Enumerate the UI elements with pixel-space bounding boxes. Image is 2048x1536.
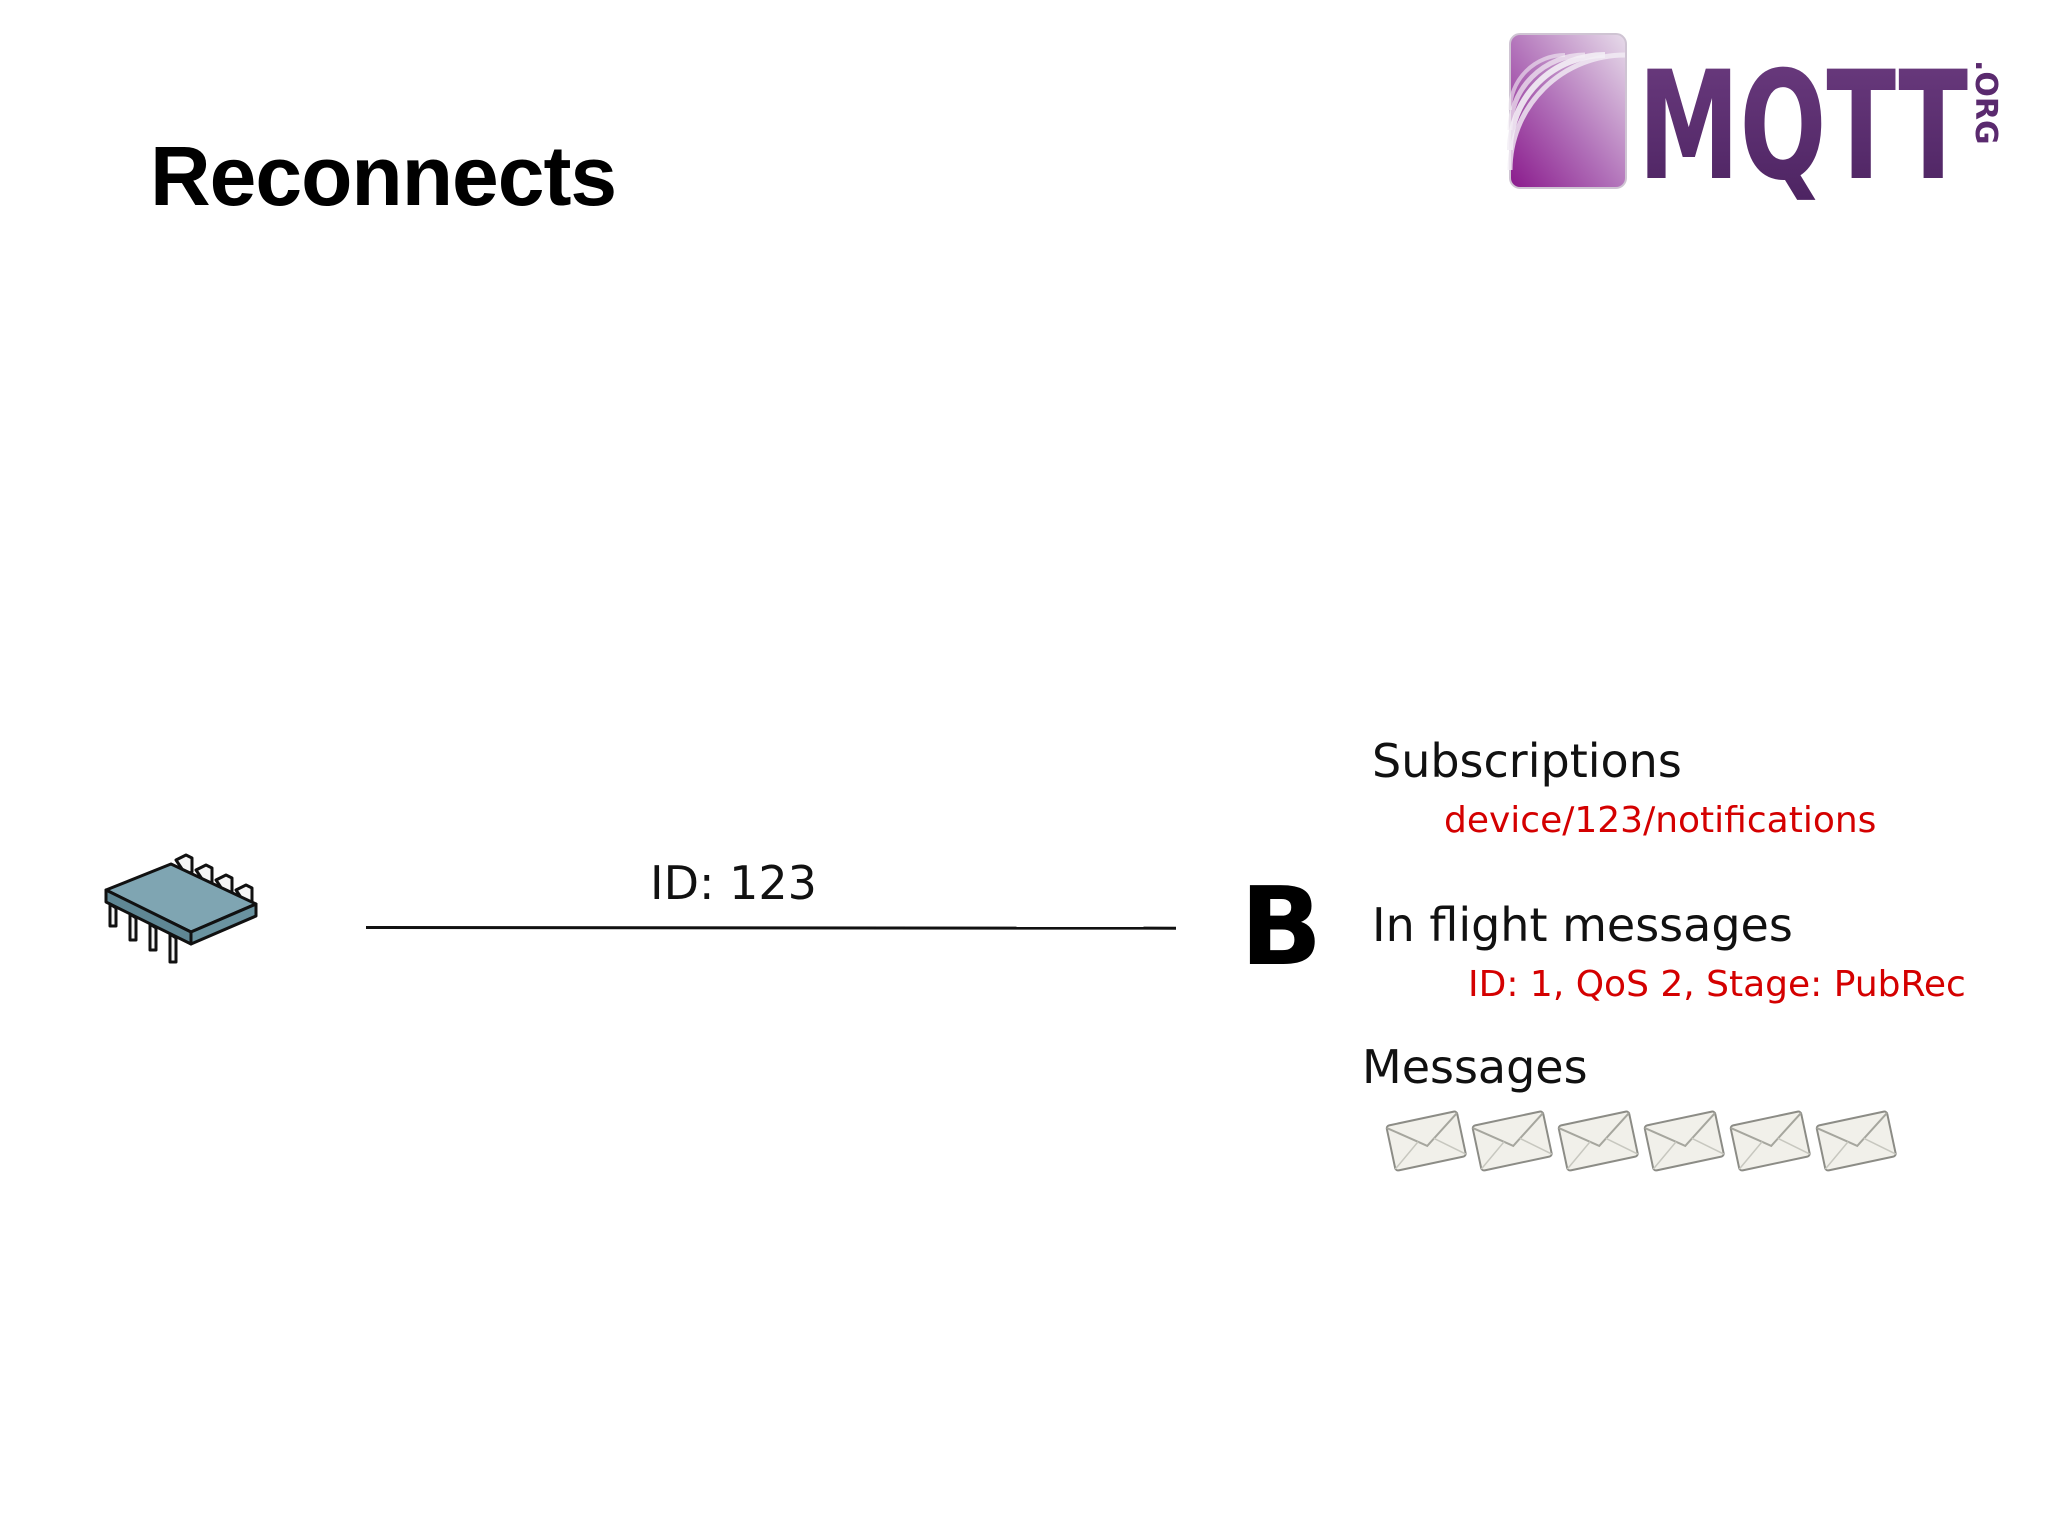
message-queue (1384, 1104, 1898, 1176)
connection-line (365, 926, 1177, 930)
microchip-icon (104, 853, 258, 964)
envelope-icon (1815, 1110, 1897, 1172)
subscription-item: device/123/notifications (1444, 800, 1877, 841)
envelope-icon (1729, 1110, 1811, 1172)
slide-title: Reconnects (150, 129, 617, 223)
envelope-icon (1471, 1110, 1553, 1172)
mqtt-org-logo: MQTT .ORG (1507, 33, 2003, 200)
envelope-icon (1643, 1110, 1725, 1172)
envelope-icon (1385, 1110, 1467, 1172)
svg-text:.ORG: .ORG (1968, 60, 2003, 145)
broker-label: B (1240, 865, 1323, 990)
inflight-heading: In flight messages (1372, 898, 1793, 952)
envelope-icon (1557, 1110, 1639, 1172)
connection-client-id: ID: 123 (650, 856, 817, 910)
svg-text:MQTT: MQTT (1638, 40, 1968, 200)
inflight-item: ID: 1, QoS 2, Stage: PubRec (1468, 964, 1966, 1005)
subscriptions-heading: Subscriptions (1372, 734, 1682, 788)
messages-heading: Messages (1362, 1040, 1588, 1094)
